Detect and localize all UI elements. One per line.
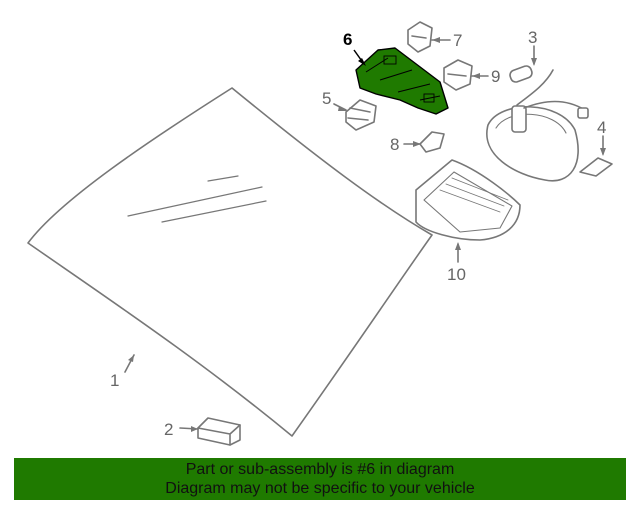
spacer-block-part[interactable] (197, 417, 241, 446)
rearview-mirror-part[interactable] (486, 65, 589, 182)
callout-3: 3 (528, 28, 537, 47)
callout-7: 7 (453, 31, 462, 50)
part-info-banner: Part or sub-assembly is #6 in diagram Di… (14, 458, 626, 500)
overhead-console-part[interactable] (415, 159, 521, 241)
callout-5: 5 (322, 89, 331, 108)
sensor-part[interactable] (345, 99, 377, 131)
windshield-part[interactable] (27, 87, 433, 437)
banner-line-disclaimer: Diagram may not be specific to your vehi… (165, 480, 475, 497)
top-clip-part[interactable] (407, 21, 433, 53)
callout-9: 9 (491, 67, 500, 86)
highlighted-bracket-part-6[interactable] (355, 47, 449, 115)
clip-part[interactable] (579, 157, 613, 177)
callout-4: 4 (597, 118, 606, 137)
parts-diagram: 1 2 3 4 5 6 7 8 9 10 (27, 21, 613, 446)
banner-line-part: Part or sub-assembly is #6 in diagram (185, 461, 455, 478)
callout-8: 8 (390, 135, 399, 154)
side-clip-part[interactable] (443, 59, 473, 91)
small-bracket-part[interactable] (419, 131, 445, 153)
callout-10: 10 (447, 265, 466, 284)
callout-2: 2 (164, 420, 173, 439)
callout-6: 6 (343, 30, 352, 49)
callout-1: 1 (110, 371, 119, 390)
